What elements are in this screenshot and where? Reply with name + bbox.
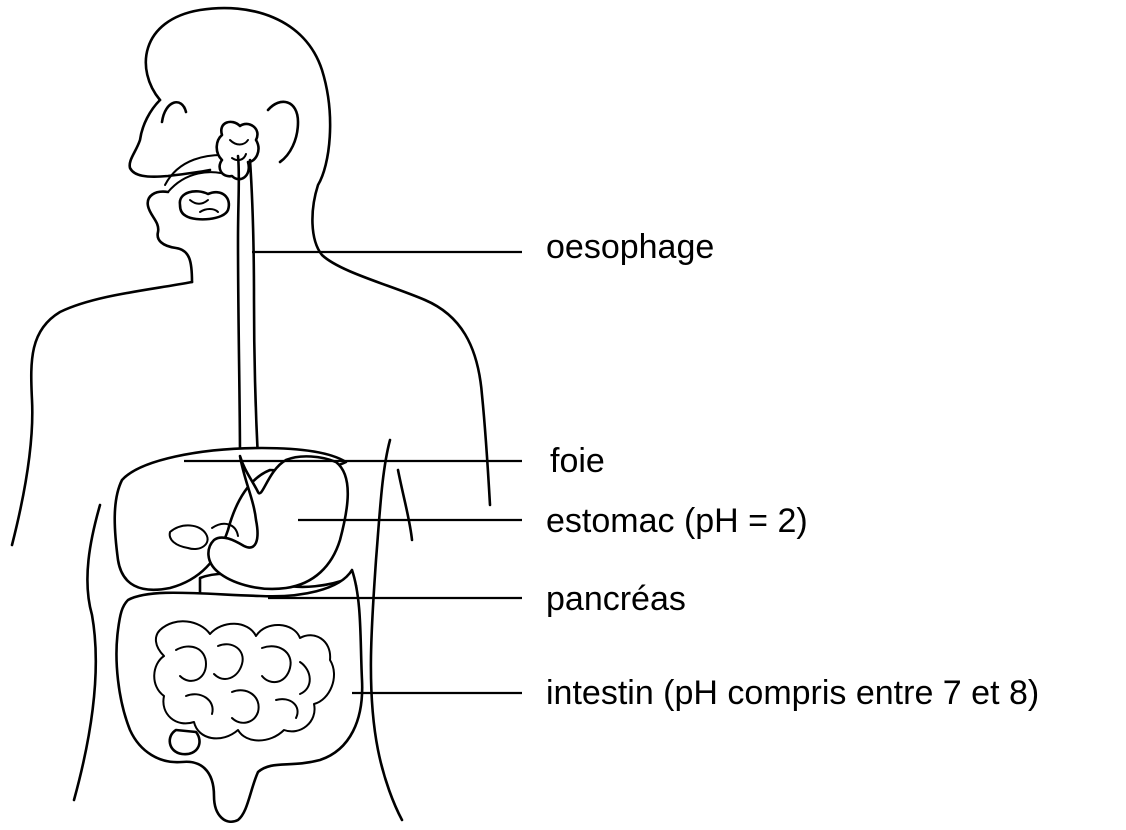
eye <box>162 102 186 122</box>
oesophagus-left-wall <box>238 156 240 460</box>
label-foie: foie <box>550 444 605 478</box>
oesophagus-right-wall <box>250 160 258 460</box>
label-oesophage: oesophage <box>546 230 714 264</box>
caecum <box>170 730 200 754</box>
left-torso <box>74 505 100 800</box>
ear <box>268 102 298 162</box>
head-organs <box>165 122 258 219</box>
tongue <box>180 191 229 219</box>
right-arm-inner <box>398 470 412 540</box>
label-pancreas: pancréas <box>546 582 686 616</box>
label-estomac: estomac (pH = 2) <box>546 504 808 538</box>
head-outline <box>146 8 490 505</box>
right-torso <box>371 440 402 820</box>
label-intestin: intestin (pH compris entre 7 et 8) <box>546 676 1039 710</box>
face-profile <box>130 100 210 177</box>
intestines <box>117 570 363 822</box>
oesophagus <box>238 156 258 460</box>
